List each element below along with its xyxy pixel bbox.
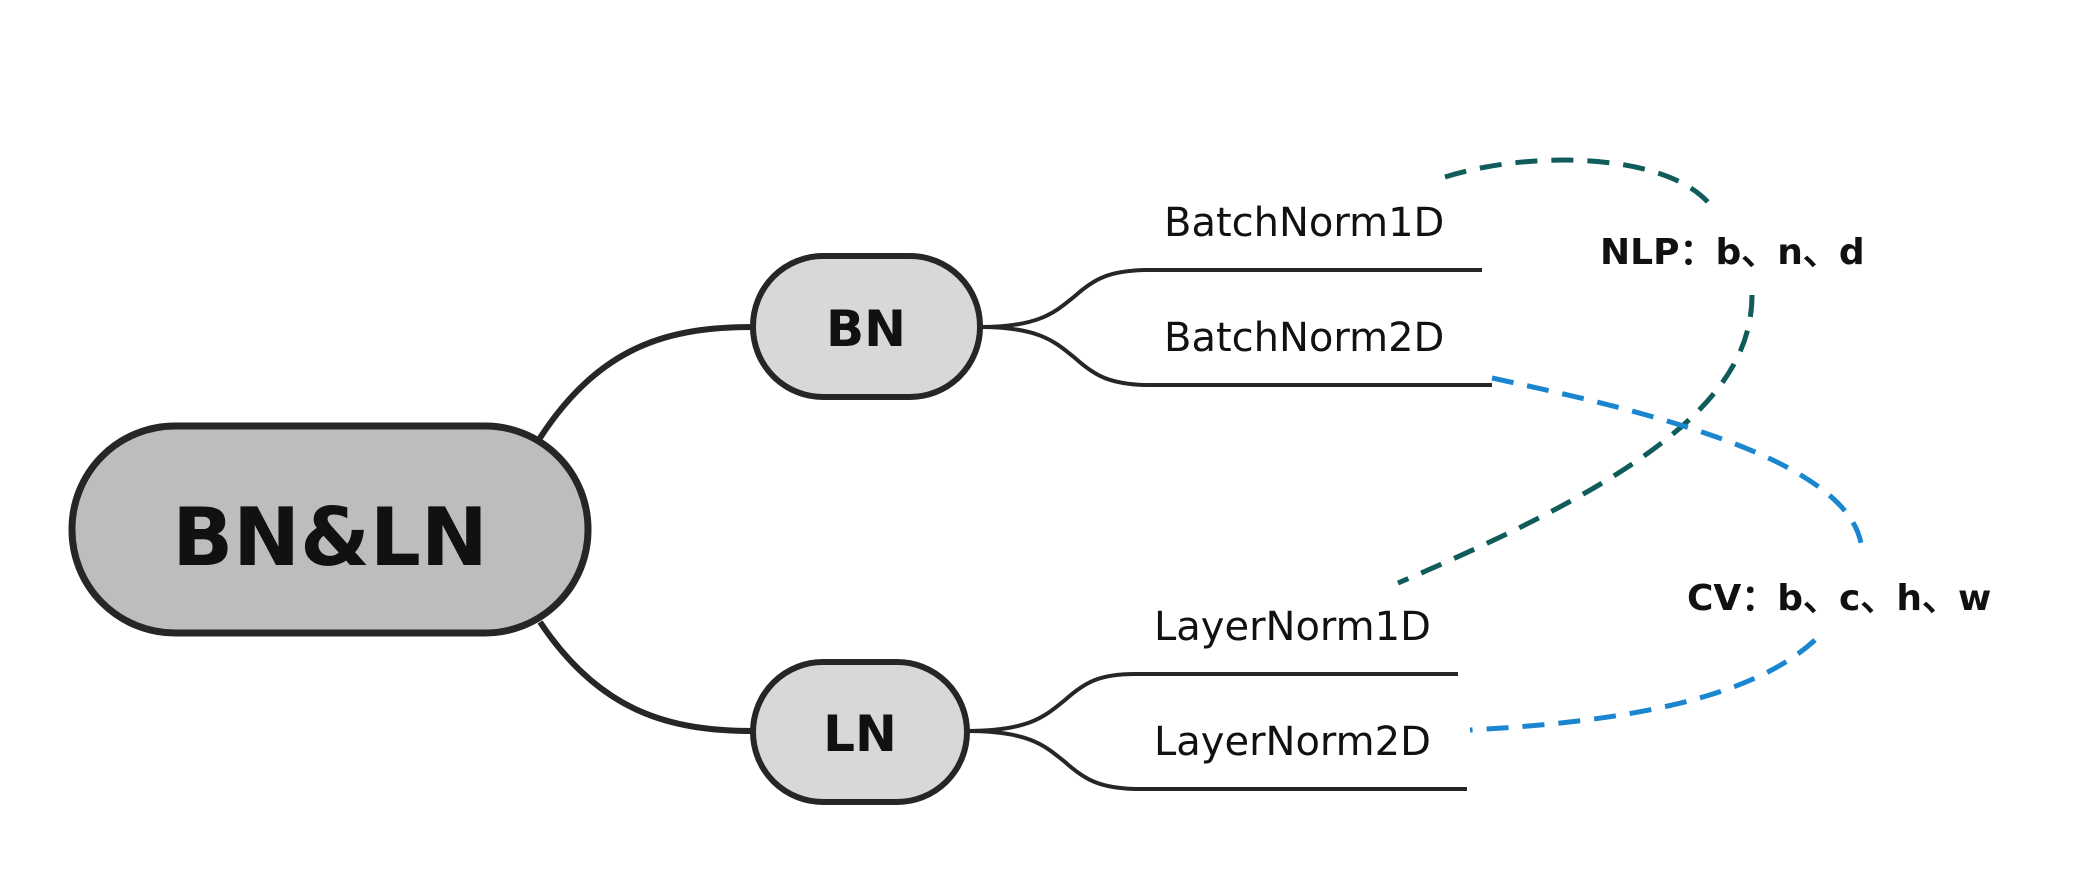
- cv-annotation: CV：b、c、h、w: [1687, 578, 1991, 619]
- nlp-annotation: NLP：b、n、d: [1600, 232, 1865, 273]
- leaf-batchnorm1d[interactable]: BatchNorm1D: [1164, 200, 1444, 246]
- connector-bn-to-batchnorm1d: [979, 268, 1482, 329]
- branch-node-ln-label: LN: [823, 705, 897, 763]
- nlp-relation-dashed-line: [1397, 157, 1755, 586]
- leaf-layernorm2d[interactable]: LayerNorm2D: [1154, 719, 1431, 765]
- connector-root-to-ln: [537, 620, 754, 734]
- connector-bn-to-batchnorm2d: [979, 325, 1492, 387]
- cv-relation-dashed-line: [1469, 375, 1865, 733]
- leaf-layernorm1d[interactable]: LayerNorm1D: [1154, 604, 1431, 650]
- root-node[interactable]: BN&LN: [68, 422, 592, 637]
- leaf-batchnorm2d[interactable]: BatchNorm2D: [1164, 315, 1444, 361]
- branch-node-bn[interactable]: BN: [750, 253, 983, 400]
- branch-node-bn-label: BN: [826, 300, 906, 358]
- root-node-label: BN&LN: [172, 491, 488, 584]
- branch-node-ln[interactable]: LN: [750, 659, 970, 805]
- connector-ln-to-layernorm2d: [966, 729, 1467, 791]
- connector-ln-to-layernorm1d: [966, 672, 1458, 733]
- connector-root-to-bn: [537, 324, 754, 440]
